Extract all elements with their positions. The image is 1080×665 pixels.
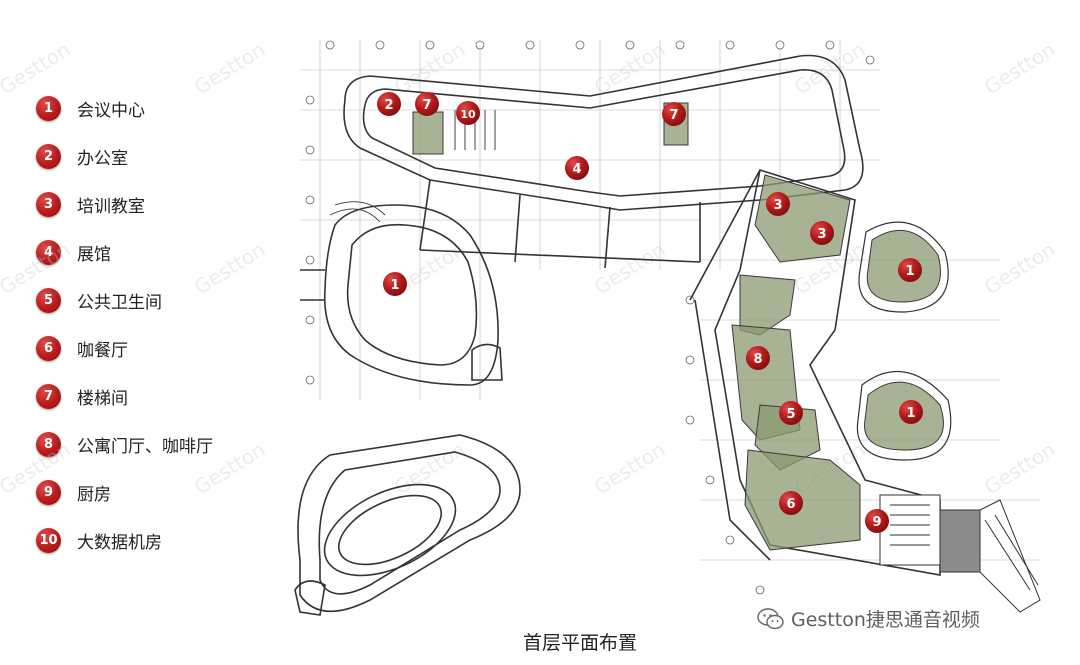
legend-item: 8 公寓门厅、咖啡厅 xyxy=(36,420,286,468)
watermark: Gestton xyxy=(190,437,270,499)
zone-group xyxy=(412,102,944,551)
marker-label: 1 xyxy=(390,278,399,293)
marker-stair: 7 xyxy=(415,92,439,116)
marker-label: 9 xyxy=(872,515,881,530)
marker-meeting: 1 xyxy=(898,258,922,282)
marker-label: 8 xyxy=(753,352,762,367)
watermark: Gestton xyxy=(0,437,74,499)
marker-label: 2 xyxy=(384,98,393,113)
legend-item: 3 培训教室 xyxy=(36,180,286,228)
legend-badge: 9 xyxy=(36,479,61,505)
zone-corridor xyxy=(739,274,796,336)
plan-caption: 首层平面布置 xyxy=(522,632,637,654)
marker-label: 3 xyxy=(773,198,782,213)
meeting-hall-west xyxy=(300,204,503,386)
zone-training xyxy=(754,174,851,263)
brand: Gestton捷思通音视频 xyxy=(757,605,980,632)
marker-stair: 7 xyxy=(662,102,686,126)
legend-badge: 3 xyxy=(36,191,61,217)
legend-badge: 8 xyxy=(36,431,61,457)
marker-kitchen: 9 xyxy=(865,509,889,533)
legend-item: 1 会议中心 xyxy=(36,84,286,132)
legend-label: 公寓门厅、咖啡厅 xyxy=(77,436,213,457)
watermark: Gestton xyxy=(190,37,270,99)
legend-item: 2 办公室 xyxy=(36,132,286,180)
marker-office: 2 xyxy=(377,92,401,116)
marker-meeting: 1 xyxy=(383,272,407,296)
marker-group: 2 7 10 7 4 3 3 1 1 8 5 1 6 9 xyxy=(377,92,923,533)
legend-badge: 10 xyxy=(36,527,61,553)
legend-item: 10 大数据机房 xyxy=(36,516,286,564)
legend-label: 厨房 xyxy=(77,484,111,505)
legend-item: 5 公共卫生间 xyxy=(36,276,286,324)
legend-badge: 5 xyxy=(36,287,61,313)
legend-badge: 4 xyxy=(36,239,61,265)
legend-badge: 7 xyxy=(36,383,61,409)
legend-item: 7 楼梯间 xyxy=(36,372,286,420)
marker-label: 5 xyxy=(786,407,795,422)
marker-label: 7 xyxy=(422,98,431,113)
marker-label: 4 xyxy=(572,162,581,177)
marker-label: 10 xyxy=(460,108,476,121)
watermark: Gestton xyxy=(190,237,270,299)
legend-badge: 1 xyxy=(36,95,61,121)
marker-datacenter: 10 xyxy=(456,101,480,125)
legend-item: 9 厨房 xyxy=(36,468,286,516)
legend-label: 会议中心 xyxy=(77,100,145,121)
legend-label: 展馆 xyxy=(77,244,111,265)
watermark: Gestton xyxy=(980,37,1060,99)
marker-cafe: 6 xyxy=(779,491,803,515)
marker-training: 3 xyxy=(810,221,834,245)
axis-bubbles xyxy=(305,40,875,595)
watermark: Gestton xyxy=(390,437,470,499)
north-wing xyxy=(343,54,864,269)
marker-label: 1 xyxy=(905,264,914,279)
marker-restroom: 5 xyxy=(779,401,803,425)
zone-stair-west xyxy=(412,111,444,155)
marker-label: 1 xyxy=(906,406,915,421)
legend-badge: 6 xyxy=(36,335,61,361)
legend-label: 大数据机房 xyxy=(77,532,162,553)
legend-label: 办公室 xyxy=(77,148,128,169)
marker-meeting: 1 xyxy=(899,400,923,424)
legend-item: 4 展馆 xyxy=(36,228,286,276)
brand-text: Gestton捷思通音视频 xyxy=(791,609,980,631)
pod-outline xyxy=(856,221,952,461)
legend-badge: 2 xyxy=(36,143,61,169)
watermark: Gestton xyxy=(0,237,74,299)
wechat-icon xyxy=(757,607,784,629)
stair-details xyxy=(329,110,496,223)
watermark: Gestton xyxy=(590,437,670,499)
legend-label: 公共卫生间 xyxy=(77,292,162,313)
watermark: Gestton xyxy=(590,237,670,299)
marker-label: 6 xyxy=(786,497,795,512)
kitchen-annex xyxy=(879,494,1041,613)
legend-item: 6 咖餐厅 xyxy=(36,324,286,372)
marker-exhibition: 4 xyxy=(565,156,589,180)
marker-training: 3 xyxy=(766,192,790,216)
watermark: Gestton xyxy=(0,37,74,99)
watermark: Gestton xyxy=(980,237,1060,299)
legend-label: 咖餐厅 xyxy=(77,340,128,361)
watermark: Gestton xyxy=(980,437,1060,499)
marker-lobby: 8 xyxy=(746,346,770,370)
marker-label: 3 xyxy=(817,227,826,242)
marker-label: 7 xyxy=(669,108,678,123)
legend-label: 楼梯间 xyxy=(77,388,128,409)
legend-label: 培训教室 xyxy=(77,196,145,217)
pavilion-south-west xyxy=(294,434,521,616)
